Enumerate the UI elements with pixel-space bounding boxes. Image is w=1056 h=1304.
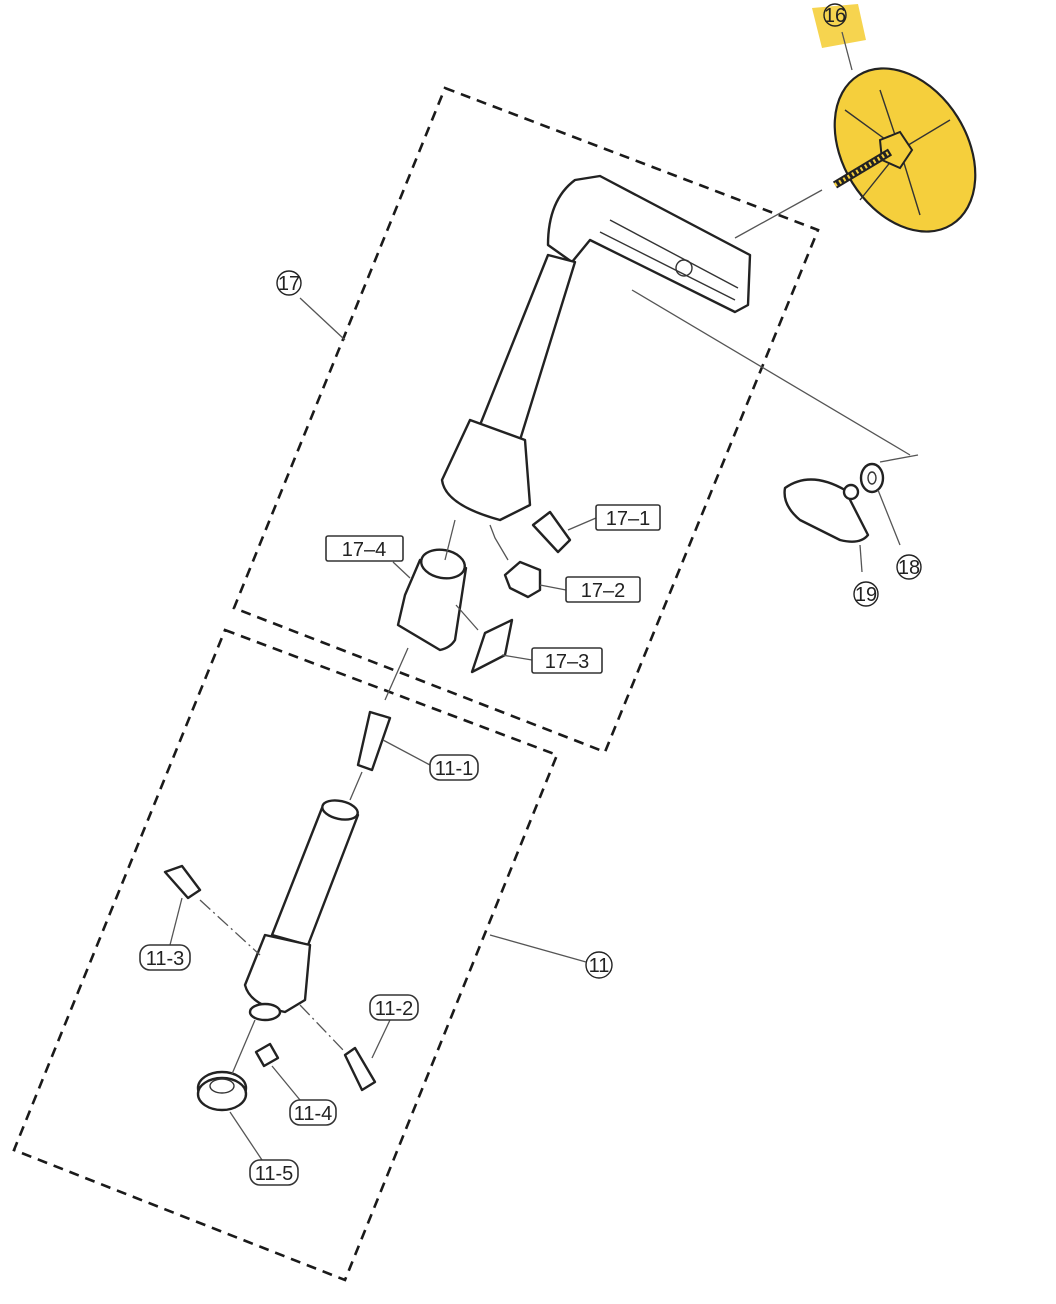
- svg-text:17–2: 17–2: [581, 580, 626, 602]
- part-11-post: [243, 799, 360, 1022]
- svg-text:17: 17: [278, 273, 300, 295]
- callout-16: 16: [823, 3, 847, 27]
- callout-11-5: 11-5: [249, 1159, 299, 1186]
- part-11-2-bolt: [299, 1004, 391, 1092]
- callout-17-1: 17–1: [595, 504, 661, 531]
- part-17-2-bushing: [489, 524, 567, 599]
- callout-11-4: 11-4: [289, 1099, 337, 1126]
- callout-19: 19: [853, 581, 879, 607]
- part-11-5-cap: [196, 1019, 263, 1161]
- callout-17-2: 17–2: [565, 576, 641, 603]
- part-11-4-nut: [254, 1042, 301, 1101]
- group-11-boundary: [12, 628, 559, 1282]
- svg-text:17–3: 17–3: [545, 651, 590, 673]
- callout-11-3: 11-3: [139, 944, 191, 971]
- part-19-knob: [783, 454, 919, 573]
- callout-11-1: 11-1: [429, 754, 479, 781]
- part-17-1-screw: [531, 510, 597, 554]
- part-11-3-screw: [163, 864, 261, 956]
- svg-text:18: 18: [898, 557, 920, 579]
- svg-text:11-2: 11-2: [375, 998, 414, 1020]
- callout-18: 18: [896, 554, 922, 580]
- svg-text:11: 11: [589, 955, 610, 977]
- svg-text:17–4: 17–4: [342, 539, 387, 561]
- svg-text:16: 16: [824, 5, 846, 27]
- svg-text:11-4: 11-4: [294, 1103, 333, 1125]
- part-16-disc: [734, 4, 977, 239]
- part-17-4-sleeve: [384, 519, 479, 701]
- callout-11: 11: [489, 934, 613, 979]
- callout-17-3: 17–3: [531, 647, 603, 674]
- part-17-bracket: [440, 174, 911, 522]
- part-18-washer: [859, 462, 901, 546]
- svg-text:11-5: 11-5: [255, 1163, 294, 1185]
- group-17-boundary: [232, 86, 820, 754]
- svg-text:11-1: 11-1: [435, 758, 474, 780]
- callout-11-2: 11-2: [369, 994, 419, 1021]
- svg-text:19: 19: [855, 584, 877, 606]
- svg-text:11-3: 11-3: [146, 948, 185, 970]
- callout-17-4: 17–4: [325, 535, 404, 562]
- svg-text:17–1: 17–1: [606, 508, 651, 530]
- part-17-3-cover: [470, 618, 533, 674]
- callout-17: 17: [276, 270, 346, 341]
- part-11-1-pin: [349, 710, 431, 801]
